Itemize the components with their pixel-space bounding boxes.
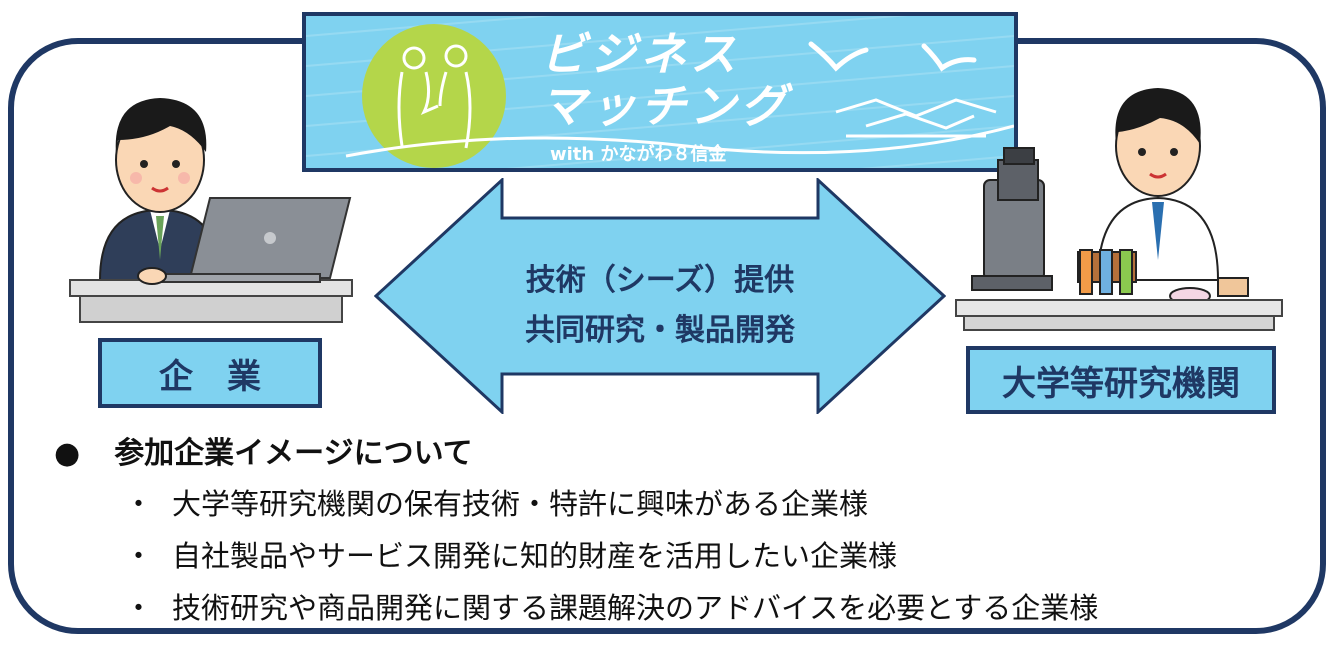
participant-list: ・大学等研究機関の保有技術・特許に興味がある企業様 ・自社製品やサービス開発に知…	[124, 478, 1098, 634]
banner-title: ビジネス マッチング	[540, 28, 840, 132]
list-item: ・自社製品やサービス開発に知的財産を活用したい企業様	[124, 530, 1098, 582]
list-item: ・技術研究や商品開発に関する課題解決のアドバイスを必要とする企業様	[124, 582, 1098, 634]
handshake-people-icon	[362, 24, 506, 168]
section-heading: ● 参加企業イメージについて	[54, 428, 473, 472]
bullet: ・	[124, 487, 154, 521]
bullet: ・	[124, 539, 154, 573]
business-matching-banner: ビジネス マッチング with かながわ８信金	[302, 12, 1018, 172]
arrow-text: 技術（シーズ）提供 共同研究・製品開発	[440, 256, 880, 356]
arrow-line2: 共同研究・製品開発	[525, 313, 795, 348]
list-item-text: 自社製品やサービス開発に知的財産を活用したい企業様	[172, 539, 898, 573]
seagull-icon	[808, 41, 977, 72]
arrow-line1: 技術（シーズ）提供	[525, 263, 795, 298]
double-arrow	[374, 178, 946, 414]
company-label: 企業	[98, 338, 322, 408]
bullet: ・	[124, 591, 154, 625]
banner-title-line1: ビジネス	[540, 27, 740, 81]
section-title: 参加企業イメージについて	[114, 436, 473, 471]
businessman-illustration	[69, 98, 353, 323]
bullet-circle-icon: ●	[54, 436, 81, 471]
list-item-text: 大学等研究機関の保有技術・特許に興味がある企業様	[172, 487, 869, 521]
list-item-text: 技術研究や商品開発に関する課題解決のアドバイスを必要とする企業様	[172, 591, 1099, 625]
banner-title-line2: マッチング	[540, 79, 790, 133]
list-item: ・大学等研究機関の保有技術・特許に興味がある企業様	[124, 478, 1098, 530]
scientist-illustration	[955, 88, 1283, 331]
banner-artwork	[306, 16, 1014, 168]
handshake-icon	[835, 98, 997, 138]
university-label: 大学等研究機関	[966, 346, 1276, 414]
banner-subtitle: with かながわ８信金	[550, 144, 727, 165]
